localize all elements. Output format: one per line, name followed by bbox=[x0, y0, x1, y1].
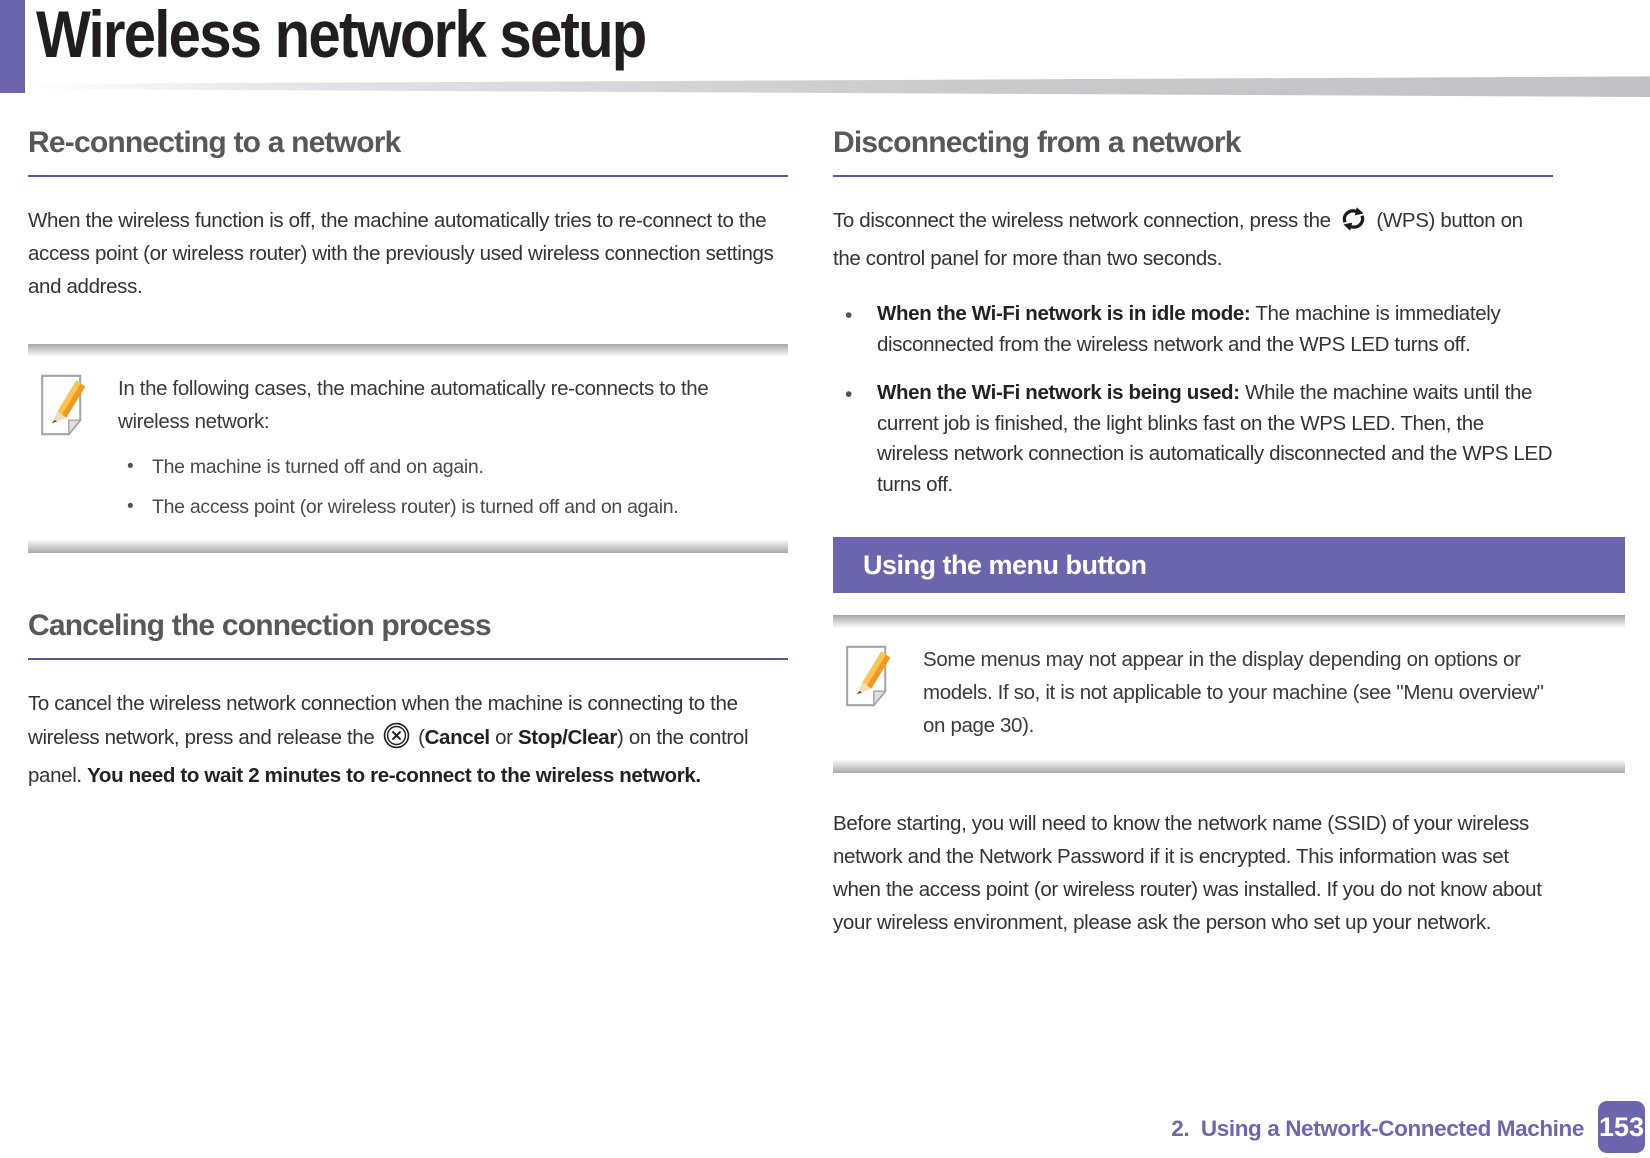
reconnect-paragraph: When the wireless function is off, the m… bbox=[28, 209, 774, 299]
note-content: In the following cases, the machine auto… bbox=[118, 372, 782, 524]
bullet-lead: When the Wi-Fi network is being used: bbox=[877, 380, 1240, 404]
bullet-content: When the Wi-Fi network is being used: Wh… bbox=[877, 378, 1553, 501]
cancel-text: or bbox=[489, 725, 518, 749]
list-item: • When the Wi-Fi network is being used: … bbox=[833, 378, 1553, 501]
note-box-menu: Some menus may not appear in the display… bbox=[833, 614, 1625, 773]
note-content: Some menus may not appear in the display… bbox=[923, 647, 1544, 738]
section-heading-canceling: Canceling the connection process bbox=[28, 609, 788, 661]
wps-refresh-icon bbox=[1339, 206, 1368, 242]
note-bullet-list: • The machine is turned off and on again… bbox=[118, 452, 782, 523]
note-bullet-text: The machine is turned off and on again. bbox=[152, 456, 484, 479]
list-item: • The access point (or wireless router) … bbox=[118, 492, 782, 523]
cancel-text: ( bbox=[412, 725, 425, 749]
stop-clear-button-label: Stop/Clear bbox=[517, 725, 617, 749]
disconnect-text-start: To disconnect the wireless network conne… bbox=[833, 209, 1337, 232]
cancel-text: ) on the control panel. bbox=[28, 725, 749, 787]
disconnect-text-end: (WPS) button on the control panel for mo… bbox=[833, 209, 1523, 271]
list-item: • The machine is turned off and on again… bbox=[118, 452, 782, 483]
cancel-bold-warning: You need to wait 2 minutes to re-connect… bbox=[87, 763, 701, 787]
note-pencil-icon bbox=[28, 372, 92, 524]
cancel-paragraph: To cancel the wireless network connectio… bbox=[28, 687, 788, 792]
bullet-lead: When the Wi-Fi network is in idle mode: bbox=[877, 302, 1251, 326]
bullet-rest: The machine is immediately disconnected … bbox=[877, 302, 1501, 357]
title-accent-bar bbox=[0, 0, 25, 93]
left-column: Re-connecting to a network When the wire… bbox=[28, 118, 788, 792]
footer-chapter-label: 2. Using a Network-Connected Machine bbox=[1171, 1116, 1584, 1141]
right-column: Disconnecting from a network To disconne… bbox=[833, 118, 1625, 939]
bullet-content: When the Wi-Fi network is in idle mode: … bbox=[877, 299, 1553, 361]
cancel-stop-icon bbox=[383, 722, 410, 759]
section-heading-disconnecting: Disconnecting from a network bbox=[833, 126, 1553, 177]
list-item: • When the Wi-Fi network is in idle mode… bbox=[833, 299, 1553, 361]
note-bullet-text: The access point (or wireless router) is… bbox=[152, 496, 679, 519]
bullet-dot: • bbox=[127, 496, 134, 518]
bullet-dot: • bbox=[845, 304, 853, 328]
disconnect-paragraph: To disconnect the wireless network conne… bbox=[833, 204, 1553, 275]
note-pencil-icon bbox=[833, 643, 897, 743]
title-divider bbox=[25, 76, 1650, 97]
menu-button-section-banner: Using the menu button bbox=[833, 536, 1625, 593]
closing-paragraph: Before starting, you will need to know t… bbox=[833, 811, 1542, 935]
page-number-badge: 153 bbox=[1598, 1101, 1645, 1153]
page-title: Wireless network setup bbox=[36, 0, 647, 71]
disconnect-bullet-list: • When the Wi-Fi network is in idle mode… bbox=[833, 299, 1553, 501]
section-heading-reconnecting: Re-connecting to a network bbox=[28, 126, 788, 177]
bullet-dot: • bbox=[845, 382, 853, 406]
bullet-rest: While the machine waits until the curren… bbox=[877, 380, 1553, 497]
cancel-text-start: To cancel the wireless network connectio… bbox=[28, 692, 738, 749]
cancel-button-label: Cancel bbox=[424, 725, 490, 749]
note-intro: In the following cases, the machine auto… bbox=[118, 376, 709, 433]
bullet-dot: • bbox=[127, 456, 134, 478]
note-box-reconnect: In the following cases, the machine auto… bbox=[28, 343, 788, 554]
